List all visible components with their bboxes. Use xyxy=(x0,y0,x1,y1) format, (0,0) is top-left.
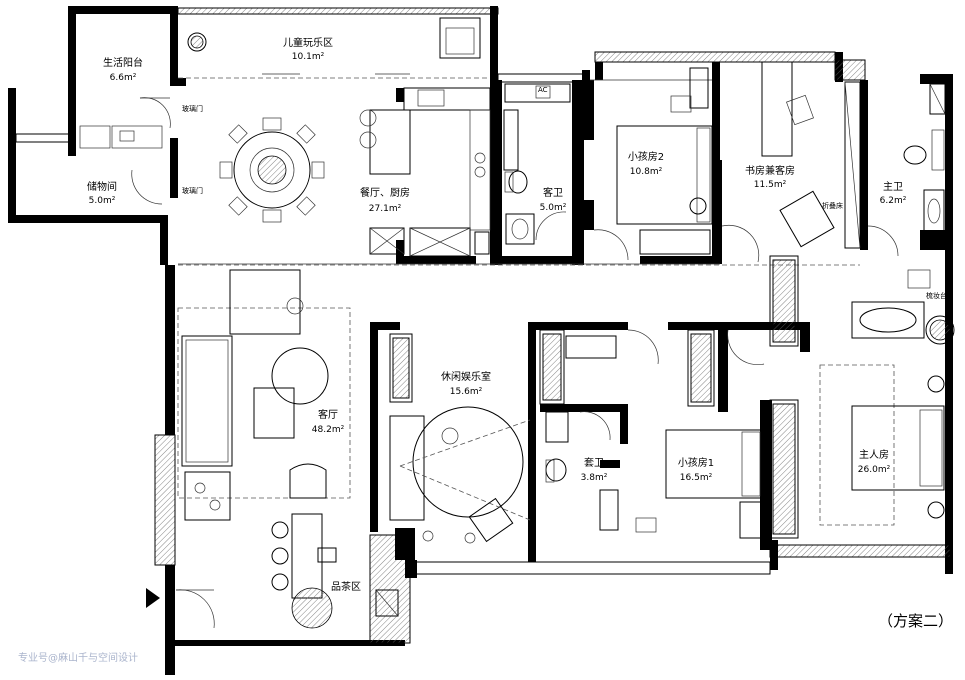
room-name-leisure: 休闲娱乐室 xyxy=(441,370,491,383)
watermark-text: 专业号@麻山千与空间设计 xyxy=(18,651,138,664)
room-name-guest-bath: 客卫 xyxy=(543,186,563,199)
room-name-master-bath: 主卫 xyxy=(883,181,903,193)
room-name-balcony: 生活阳台 xyxy=(103,56,143,69)
room-name-child-room-2: 小孩房2 xyxy=(628,150,664,163)
balcony-fixtures xyxy=(79,125,163,149)
room-area-kids-play: 10.1m² xyxy=(292,52,325,62)
vanity-label: 梳妆台 xyxy=(926,291,947,300)
room-area-balcony: 6.6m² xyxy=(110,73,137,83)
room-name-master-bed: 主人房 xyxy=(859,448,889,461)
room-name-kids-play: 儿童玩乐区 xyxy=(283,36,333,49)
ac-label: AC xyxy=(538,86,548,94)
doors xyxy=(131,97,899,629)
room-area-dining-kitchen: 27.1m² xyxy=(369,204,402,214)
scheme-label: （方案二） xyxy=(878,612,953,630)
child-room-2-furniture xyxy=(616,67,713,255)
kitchen-counters xyxy=(359,87,491,257)
room-name-tea-area: 品茶区 xyxy=(331,580,361,593)
glass-door-label-2: 玻璃门 xyxy=(182,186,203,195)
room-name-suite-bath: 套卫 xyxy=(584,456,604,469)
interior-walls xyxy=(170,78,950,562)
sofa-bed-label: 折叠床 xyxy=(822,201,843,210)
master-bed-furniture xyxy=(851,375,945,519)
room-area-guest-bath: 5.0m² xyxy=(540,203,567,213)
master-bath-fixtures xyxy=(851,83,955,345)
child-room-1-furniture xyxy=(635,429,763,539)
guest-bath-fixtures xyxy=(503,83,571,245)
room-name-storage: 储物间 xyxy=(87,180,117,193)
kids-play-furniture xyxy=(187,17,481,75)
living-furniture xyxy=(181,269,329,521)
room-name-living: 客厅 xyxy=(318,408,338,421)
room-labels: 生活阳台 6.6m² 儿童玩乐区 10.1m² 储物间 5.0m² 餐厅、厨房 … xyxy=(87,36,947,593)
room-outlines xyxy=(177,77,895,526)
room-area-master-bed: 26.0m² xyxy=(858,465,891,475)
room-name-child-room-1: 小孩房1 xyxy=(678,456,714,469)
room-area-child-room-1: 16.5m² xyxy=(680,473,713,483)
dining-table xyxy=(219,117,325,223)
leisure-furniture xyxy=(389,333,531,544)
study-furniture xyxy=(761,61,861,249)
room-name-dining-kitchen: 餐厅、厨房 xyxy=(360,186,410,199)
suite-bath-fixtures xyxy=(545,411,619,531)
exterior-walls xyxy=(8,6,953,675)
glass-door-label-1: 玻璃门 xyxy=(182,104,203,113)
room-area-study-guest: 11.5m² xyxy=(754,180,787,190)
room-area-master-bath: 6.2m² xyxy=(880,196,907,206)
tea-area-furniture xyxy=(271,513,399,629)
room-area-living: 48.2m² xyxy=(312,425,345,435)
room-area-suite-bath: 3.8m² xyxy=(581,473,608,483)
room-name-study-guest: 书房兼客房 xyxy=(745,164,795,177)
wardrobes xyxy=(539,255,799,539)
room-area-child-room-2: 10.8m² xyxy=(630,167,663,177)
room-area-leisure: 15.6m² xyxy=(450,387,483,397)
room-area-storage: 5.0m² xyxy=(89,196,116,206)
